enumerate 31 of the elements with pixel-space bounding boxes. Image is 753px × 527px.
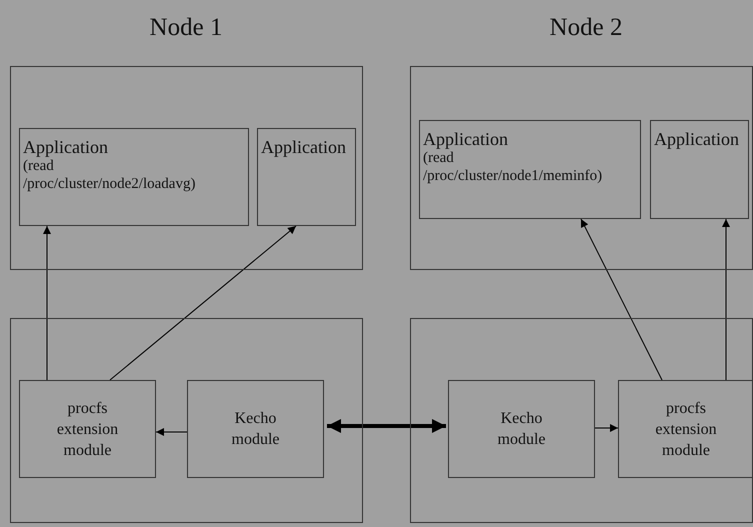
box-title: Application	[23, 137, 109, 157]
arrow	[156, 428, 188, 436]
arrow	[722, 218, 730, 380]
module-box	[448, 380, 595, 478]
arrow	[594, 424, 618, 432]
container-box	[10, 318, 363, 523]
box-title: Application	[654, 129, 740, 149]
box-title: procfs extension module	[655, 398, 717, 460]
module-box	[187, 380, 324, 478]
box-description: (read /proc/cluster/node2/loadavg)	[23, 157, 196, 193]
box-title: procfs extension module	[56, 398, 118, 460]
arrow	[43, 226, 51, 380]
container-box	[10, 66, 363, 270]
arrow	[110, 226, 296, 380]
application-box	[419, 120, 641, 219]
container-box	[410, 66, 753, 270]
arrow	[580, 218, 662, 380]
module-box	[19, 380, 156, 478]
application-box	[257, 128, 356, 226]
module-box	[618, 380, 753, 478]
application-box	[650, 120, 749, 219]
box-title: Application	[261, 137, 347, 157]
box-description: (read /proc/cluster/node1/meminfo)	[423, 149, 604, 185]
box-title: Kecho module	[230, 409, 280, 450]
application-box	[19, 128, 249, 226]
column-heading: Node 1	[148, 14, 224, 42]
box-title: Application	[423, 129, 509, 149]
container-box	[410, 318, 753, 523]
box-title: Kecho module	[496, 409, 546, 450]
column-heading: Node 2	[548, 14, 624, 42]
arrow	[327, 419, 446, 433]
